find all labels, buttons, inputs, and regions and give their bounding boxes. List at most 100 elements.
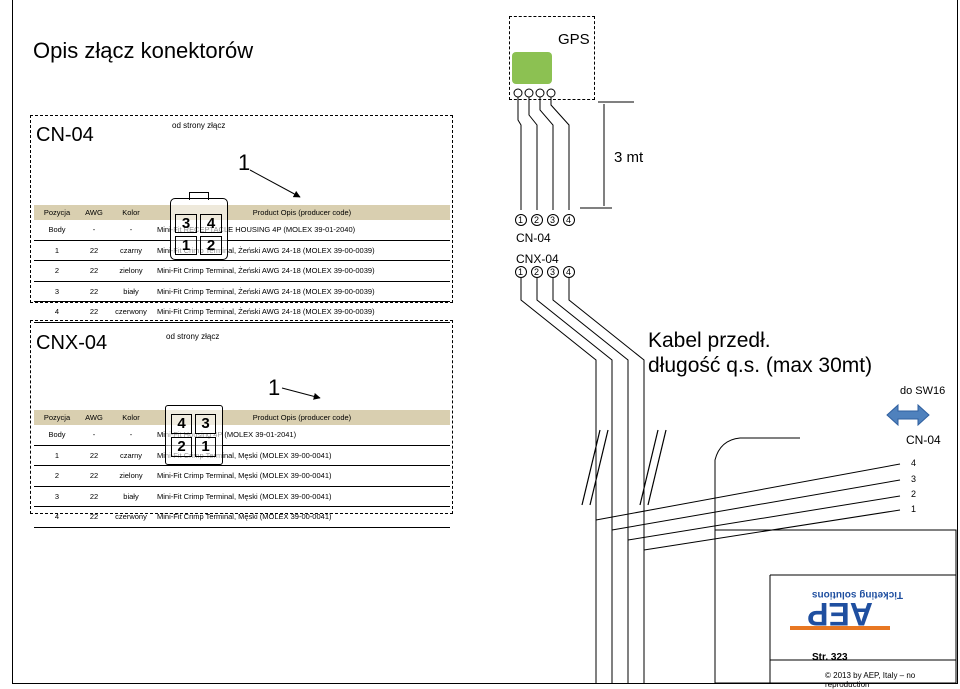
right-pin-3: 3 <box>911 474 917 484</box>
gps-pins <box>513 88 556 98</box>
extension-cable <box>520 278 800 683</box>
cell-awg: 22 <box>80 301 108 323</box>
cell-position: 4 <box>34 301 80 323</box>
table-row: Body - - Mini-Fit Housing 4P (MOLEX 39-0… <box>34 425 450 446</box>
cell-description: Mini-Fit Crimp Terminal, Męski (MOLEX 39… <box>154 465 450 487</box>
cnx04-marker: 1 <box>268 375 281 400</box>
cell-description: Mini-Fit Crimp Terminal, Męski (MOLEX 39… <box>154 506 450 528</box>
cell-awg: 22 <box>80 465 108 487</box>
right-pin-4: 4 <box>911 458 917 468</box>
gps-module <box>512 52 552 84</box>
cell-color: czarny <box>108 240 154 261</box>
cnx04-connector-face: 4 3 2 1 <box>165 405 223 465</box>
table-row: 2 22 zielony Mini-Fit Crimp Terminal, Mę… <box>34 465 450 487</box>
gps-cable <box>517 97 570 210</box>
bidirectional-arrow-icon <box>886 403 930 427</box>
cable-note: Kabel przedł. długość q.s. (max 30mt) <box>648 328 872 378</box>
connector-key <box>189 192 209 200</box>
mid-pin-label-3b: 3 <box>550 267 556 277</box>
cable-note-line-1: Kabel przedł. <box>648 329 771 352</box>
cn04-side-note: od strony złącz <box>172 121 226 130</box>
title-block <box>714 529 957 684</box>
mid-pin-label-1b: 1 <box>518 267 524 277</box>
mid-connector-top-label: CN-04 <box>516 231 551 245</box>
right-leads <box>595 463 901 551</box>
pin-cell: 2 <box>171 437 192 457</box>
right-pin-1: 1 <box>911 504 917 514</box>
cell-color: czarny <box>108 445 154 466</box>
cell-color: zielony <box>108 465 154 487</box>
cell-color: czerwony <box>108 301 154 323</box>
header-position: Pozycja <box>34 205 80 220</box>
pin-cell: 1 <box>195 437 216 457</box>
table-row: 4 22 czerwony Mini-Fit Crimp Terminal, M… <box>34 506 450 528</box>
mid-pin-label-4b: 4 <box>566 267 572 277</box>
table-row: 2 22 zielony Mini-Fit Crimp Terminal, Że… <box>34 260 450 282</box>
cell-awg: 22 <box>80 486 108 507</box>
copyright: © 2013 by AEP, Italy – no reproduction <box>825 671 916 689</box>
mid-connector-bottom-label: CNX-04 <box>516 252 559 266</box>
cnx04-title: CNX-04 <box>36 332 108 354</box>
cell-position: 3 <box>34 281 80 302</box>
right-connector-label: CN-04 <box>906 433 941 447</box>
cell-awg: 22 <box>80 260 108 282</box>
table-row: 3 22 biały Mini-Fit Crimp Terminal, Męsk… <box>34 486 450 507</box>
cell-color: biały <box>108 486 154 507</box>
cable-break-marks <box>581 429 667 506</box>
page-title: Opis złącz konektorów <box>33 38 254 63</box>
table-header-row: Pozycja AWG Kolor Product Opis (producer… <box>34 410 450 425</box>
cell-description: Mini-Fit Crimp Terminal, Żeński AWG 24-1… <box>154 240 450 261</box>
pin-cell: 2 <box>200 236 222 255</box>
cell-position: 1 <box>34 445 80 466</box>
cell-position: 4 <box>34 506 80 528</box>
mid-pin-label-4: 4 <box>566 215 572 225</box>
cell-awg: 22 <box>80 506 108 528</box>
mid-pin-label-1: 1 <box>518 215 524 225</box>
table-header-row: Pozycja AWG Kolor Product Opis (producer… <box>34 205 450 220</box>
cell-position: 3 <box>34 486 80 507</box>
cell-color: czerwony <box>108 506 154 528</box>
cable-note-line-2: długość q.s. (max 30mt) <box>648 354 873 377</box>
cell-color: - <box>108 220 154 241</box>
table-row: 1 22 czarny Mini-Fit Crimp Terminal, Żeń… <box>34 240 450 261</box>
header-color: Kolor <box>108 410 154 425</box>
destination-label: do SW16 <box>900 385 946 397</box>
cell-position: 2 <box>34 260 80 282</box>
table-row: Body - - Mini-Fit RECEPTACLE HOUSING 4P … <box>34 220 450 241</box>
cell-description: Mini-Fit Crimp Terminal, Żeński AWG 24-1… <box>154 301 450 323</box>
header-color: Kolor <box>108 205 154 220</box>
pin-cell: 4 <box>200 214 222 233</box>
cn04-marker: 1 <box>238 150 251 175</box>
aep-logo: AEP <box>790 596 890 632</box>
cell-description: Mini-Fit Crimp Terminal, Męski (MOLEX 39… <box>154 445 450 466</box>
mid-pin-label-2b: 2 <box>534 267 540 277</box>
header-description: Product Opis (producer code) <box>154 205 450 220</box>
cnx04-marker-arrow <box>281 387 321 400</box>
logo-tagline: Ticketing solutions <box>812 589 903 600</box>
cable-length-label: 3 mt <box>614 149 644 166</box>
table-row: 3 22 biały Mini-Fit Crimp Terminal, Żeńs… <box>34 281 450 302</box>
table-row: 1 22 czarny Mini-Fit Crimp Terminal, Męs… <box>34 445 450 466</box>
cell-description: Mini-Fit Crimp Terminal, Męski (MOLEX 39… <box>154 486 450 507</box>
gps-box <box>509 16 595 100</box>
pin-cell: 1 <box>175 236 197 255</box>
header-description: Product Opis (producer code) <box>154 410 450 425</box>
cell-awg: 22 <box>80 281 108 302</box>
right-pin-2: 2 <box>911 489 917 499</box>
cell-awg: - <box>80 220 108 241</box>
cell-position: 2 <box>34 465 80 487</box>
cell-description: Mini-Fit RECEPTACLE HOUSING 4P (MOLEX 39… <box>154 220 450 241</box>
cell-description: Mini-Fit Crimp Terminal, Żeński AWG 24-1… <box>154 260 450 282</box>
header-position: Pozycja <box>34 410 80 425</box>
cell-position: Body <box>34 425 80 446</box>
cell-awg: 22 <box>80 445 108 466</box>
mid-pin-label-3: 3 <box>550 215 556 225</box>
pin-cell: 3 <box>175 214 197 233</box>
gps-label: GPS <box>558 31 590 48</box>
cell-position: 1 <box>34 240 80 261</box>
cell-awg: - <box>80 425 108 446</box>
cell-position: Body <box>34 220 80 241</box>
cell-description: Mini-Fit Crimp Terminal, Żeński AWG 24-1… <box>154 281 450 302</box>
pin-cell: 3 <box>195 414 216 434</box>
